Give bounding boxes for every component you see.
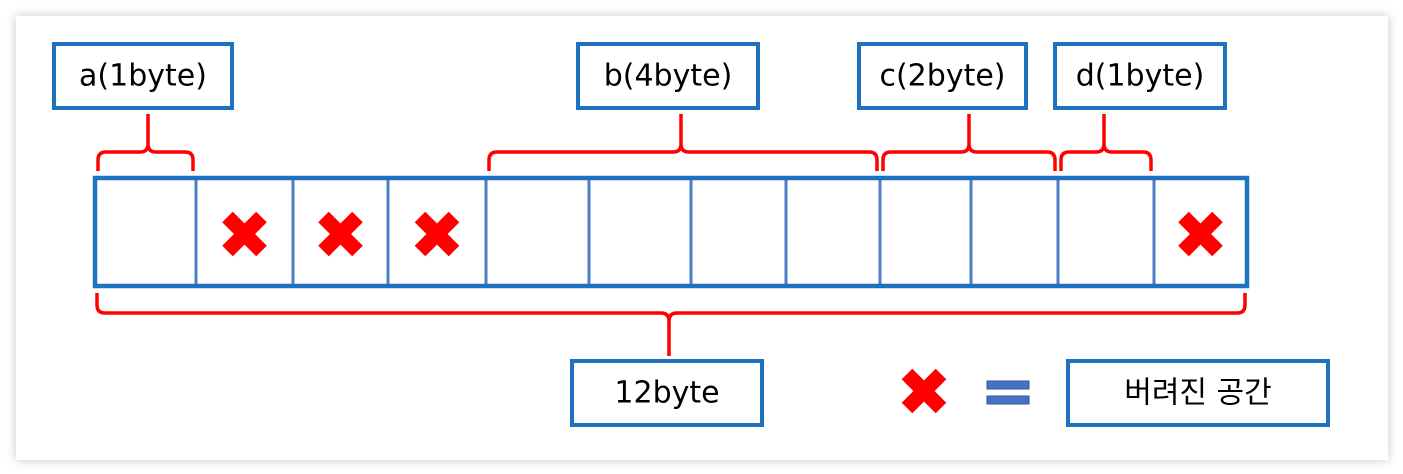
- bracket-a: [96, 114, 195, 171]
- padding-byte-cell: [386, 176, 488, 288]
- padding-byte-cell: [291, 176, 390, 288]
- memory-cells: [92, 175, 1250, 289]
- cell-frame: [484, 176, 591, 288]
- cell-frame: [93, 176, 198, 288]
- cell-frame: [689, 176, 788, 288]
- legend-label: 버려진 공간: [1066, 359, 1330, 427]
- total-size-group: 12byte: [95, 293, 1247, 427]
- cell-frame: [784, 176, 882, 288]
- legend-label-frame: [1066, 359, 1330, 427]
- byte-cell: [93, 176, 198, 288]
- total-size-label-text: 12byte: [614, 376, 719, 411]
- byte-cell: [878, 176, 973, 288]
- field-label-c-frame: [857, 42, 1028, 110]
- cell-frame: [969, 176, 1060, 288]
- bracket-b: [487, 114, 879, 171]
- field-label-d-text: d(1byte): [1076, 59, 1205, 94]
- cross-icon: [414, 211, 460, 257]
- memory-layout-diagram: a(1byte)b(4byte)c(2byte)d(1byte) 12byte …: [52, 42, 1330, 427]
- total-size-label: 12byte: [570, 359, 764, 427]
- field-label-b-frame: [576, 42, 760, 110]
- padding-byte-cell: [1152, 176, 1249, 288]
- field-label-a-text: a(1byte): [79, 59, 207, 94]
- field-label-c: c(2byte): [857, 42, 1028, 110]
- cross-icon: [1178, 211, 1223, 257]
- cell-frame: [1056, 176, 1156, 288]
- memory-outer-border: [92, 175, 1250, 289]
- byte-cell: [969, 176, 1060, 288]
- cell-frame: [878, 176, 973, 288]
- cross-icon: [901, 368, 947, 414]
- cross-icon: [222, 211, 267, 257]
- cross-icon: [318, 211, 363, 257]
- cell-frame: [587, 176, 693, 288]
- byte-cell: [689, 176, 788, 288]
- total-bracket: [95, 293, 1247, 356]
- field-label-a: a(1byte): [52, 42, 234, 110]
- byte-cell: [784, 176, 882, 288]
- field-label-b: b(4byte): [576, 42, 760, 110]
- total-size-label-frame: [570, 359, 764, 427]
- byte-cell: [484, 176, 591, 288]
- field-label-c-text: c(2byte): [879, 59, 1005, 94]
- field-label-d-frame: [1053, 42, 1227, 110]
- bracket-c: [881, 114, 1057, 171]
- bracket-d: [1059, 114, 1153, 171]
- field-label-b-text: b(4byte): [604, 59, 733, 94]
- field-labels: a(1byte) b(4byte) c(2byte) d(1byte): [52, 42, 1227, 110]
- field-brackets: [96, 114, 1153, 171]
- field-label-a-frame: [52, 42, 234, 110]
- padding-byte-cell: [194, 176, 295, 288]
- legend: 버려진 공간: [901, 359, 1330, 427]
- byte-cell: [587, 176, 693, 288]
- diagram-card: a(1byte)b(4byte)c(2byte)d(1byte) 12byte …: [16, 16, 1388, 460]
- field-label-d: d(1byte): [1053, 42, 1227, 110]
- equals-icon: [986, 380, 1030, 405]
- legend-label-text: 버려진 공간: [1124, 376, 1272, 411]
- byte-cell: [1056, 176, 1156, 288]
